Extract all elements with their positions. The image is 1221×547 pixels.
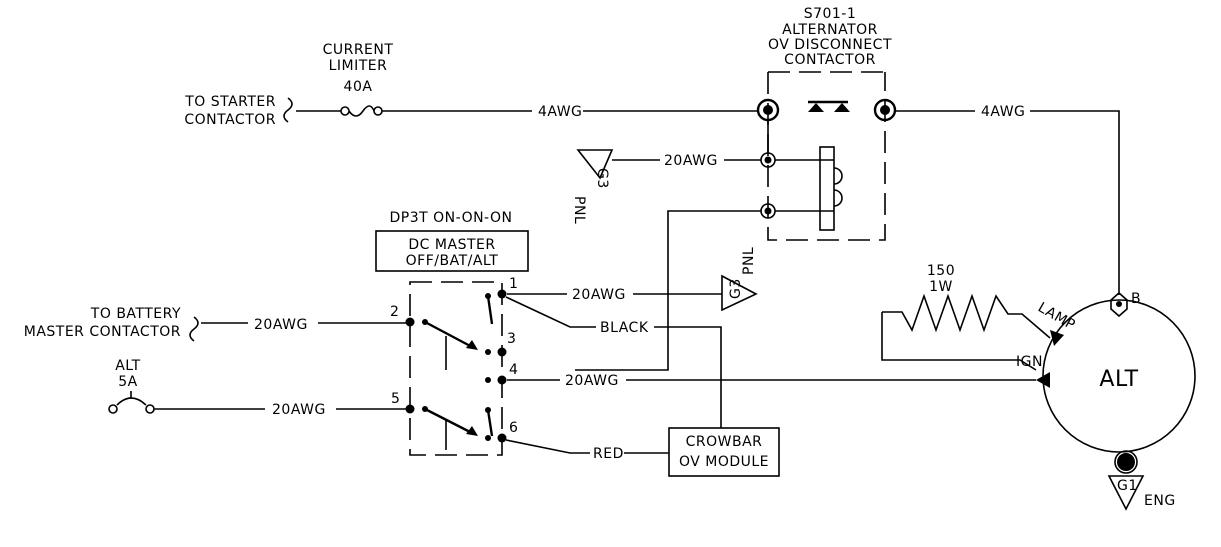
alternator-lamp-terminal: LAMP [1035,300,1078,346]
svg-text:DP3T ON-ON-ON: DP3T ON-ON-ON [390,210,513,226]
wire-label-20awg-t4: 20AWG [565,373,619,389]
wire-label-red: RED [593,446,624,462]
svg-text:6: 6 [509,420,518,436]
contactor-label: S701-1 ALTERNATOR OV DISCONNECT CONTACTO… [768,6,892,68]
svg-text:ENG: ENG [1144,493,1176,509]
svg-text:150: 150 [927,263,955,279]
switch-name: DC MASTER OFF/BAT/ALT [406,237,499,269]
svg-text:OV MODULE: OV MODULE [679,454,769,470]
svg-text:PNL: PNL [571,196,587,224]
svg-text:5: 5 [391,391,400,407]
wire-label-black: BLACK [600,320,649,336]
switch-name-box [375,230,529,272]
wire-label-20awg-alt: 20AWG [272,402,326,418]
switch-terminal-numbers: 1 2 3 4 5 6 [390,276,518,436]
contactor-id: S701-1 [804,6,857,22]
wire-label-20awg-t1: 20AWG [572,287,626,303]
svg-text:CURRENT: CURRENT [323,42,394,58]
svg-text:LIMITER: LIMITER [329,58,388,74]
switch-type-label: DP3T ON-ON-ON [390,210,513,226]
battery-label: TO BATTERY MASTER CONTACTOR [24,306,181,340]
svg-text:IGN: IGN [1016,354,1043,370]
svg-text:3: 3 [507,331,516,347]
ground-g3-lower: G3 PNL [721,247,758,312]
wire-label-20awg-ground: 20AWG [664,153,718,169]
battery-connector [189,316,199,342]
svg-text:4: 4 [509,362,518,378]
wire-label-4awg-right: 4AWG [981,104,1025,120]
current-limiter-label: CURRENT LIMITER 40A [323,42,394,95]
wire-label-20awg-battery: 20AWG [254,317,308,333]
contactor-subtitle2: CONTACTOR [784,52,876,68]
svg-text:TO BATTERY: TO BATTERY [90,306,181,322]
current-limiter-fuse [340,105,383,117]
contactor-subtitle: OV DISCONNECT [768,37,892,53]
alt-breaker-label: ALT 5A [115,358,141,390]
resistor-label: 150 1W [927,263,955,295]
svg-text:TO STARTER: TO STARTER [184,94,276,110]
svg-text:CROWBAR: CROWBAR [686,434,763,450]
svg-text:OFF/BAT/ALT: OFF/BAT/ALT [406,253,499,269]
switch-body [405,281,507,456]
svg-text:B: B [1131,291,1141,307]
wire-label-4awg-left: 4AWG [538,104,582,120]
starter-label: TO STARTER CONTACTOR [184,94,276,128]
contactor-title: ALTERNATOR [782,22,878,38]
svg-text:40A: 40A [344,79,373,95]
crowbar-label: CROWBAR OV MODULE [679,434,769,470]
starter-connector [283,97,293,123]
svg-text:LAMP: LAMP [1035,300,1078,334]
alternator-ign-terminal: IGN [1016,354,1050,388]
svg-text:G1: G1 [1117,478,1138,494]
resistor [881,293,1051,371]
svg-text:2: 2 [390,304,399,320]
alt-breaker [108,391,155,414]
svg-text:G3: G3 [594,168,610,189]
svg-text:5A: 5A [118,374,137,390]
crowbar-module [668,427,780,477]
contactor-body [756,71,897,241]
svg-text:MASTER CONTACTOR: MASTER CONTACTOR [24,324,181,340]
svg-text:ALT: ALT [115,358,141,374]
ground-g1-eng: G1 ENG [1107,450,1176,511]
ground-g3-upper: G3 PNL [571,149,614,224]
svg-text:DC MASTER: DC MASTER [408,237,495,253]
alternator-b-terminal: B [1110,291,1141,318]
svg-text:1: 1 [509,276,518,292]
svg-text:CONTACTOR: CONTACTOR [184,112,276,128]
alternator-label: ALT [1099,367,1138,392]
svg-text:1W: 1W [929,279,953,295]
svg-text:G3: G3 [728,278,744,299]
svg-text:PNL: PNL [741,247,757,275]
